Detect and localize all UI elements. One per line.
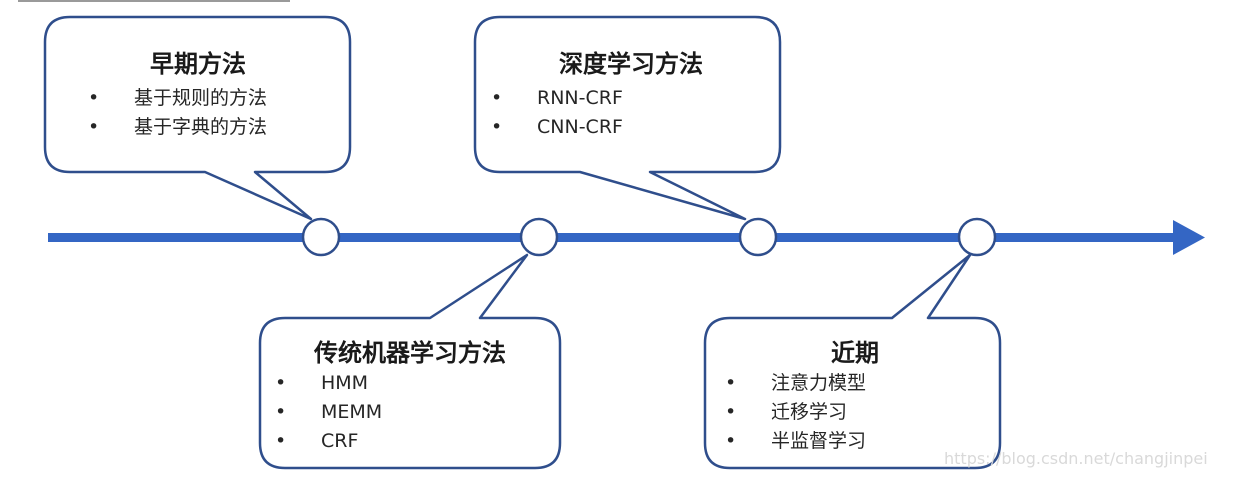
list-item: •注意力模型	[725, 369, 985, 398]
list-item: •基于规则的方法	[88, 84, 308, 113]
bullet-icon: •	[275, 430, 287, 452]
bullet-icon: •	[725, 401, 737, 423]
list-item: •HMM	[275, 369, 545, 398]
milestone-node-early	[301, 217, 341, 257]
bullet-icon: •	[275, 401, 287, 423]
traditional-title: 传统机器学习方法	[314, 339, 506, 367]
watermark: https://blog.csdn.net/changjinpei	[944, 449, 1208, 468]
callout-deep	[473, 15, 782, 221]
list-item: •基于字典的方法	[88, 113, 308, 142]
list-item: •CRF	[275, 427, 545, 456]
recent-list: •注意力模型 •迁移学习 •半监督学习	[725, 369, 985, 456]
milestone-node-deep	[738, 217, 778, 257]
list-item: •迁移学习	[725, 398, 985, 427]
bullet-icon: •	[88, 87, 100, 109]
recent-box-content: 近期 •注意力模型 •迁移学习 •半监督学习	[725, 339, 985, 456]
list-item: •CNN-CRF	[491, 113, 771, 142]
early-list: •基于规则的方法 •基于字典的方法	[88, 84, 308, 142]
milestone-node-recent	[957, 217, 997, 257]
bullet-icon: •	[491, 87, 503, 109]
early-box-content: 早期方法 •基于规则的方法 •基于字典的方法	[88, 50, 308, 142]
traditional-list: •HMM •MEMM •CRF	[275, 369, 545, 456]
bullet-icon: •	[725, 372, 737, 394]
timeline-arrowhead	[1173, 220, 1205, 255]
callout-traditional	[258, 253, 562, 470]
list-item: •MEMM	[275, 398, 545, 427]
bullet-icon: •	[275, 372, 287, 394]
recent-title: 近期	[831, 339, 879, 367]
list-item: •RNN-CRF	[491, 84, 771, 113]
bullet-icon: •	[88, 116, 100, 138]
bullet-icon: •	[725, 430, 737, 452]
top-line	[18, 0, 290, 2]
list-item: •半监督学习	[725, 427, 985, 456]
bullet-icon: •	[491, 116, 503, 138]
callout-recent	[703, 253, 1002, 470]
deep-box-content: 深度学习方法 •RNN-CRF •CNN-CRF	[491, 50, 771, 142]
callout-early	[43, 15, 352, 221]
traditional-box-content: 传统机器学习方法 •HMM •MEMM •CRF	[275, 339, 545, 456]
milestone-node-traditional	[519, 217, 559, 257]
timeline-line	[48, 233, 1178, 242]
deep-list: •RNN-CRF •CNN-CRF	[491, 84, 771, 142]
deep-title: 深度学习方法	[559, 50, 703, 78]
early-title: 早期方法	[150, 50, 246, 78]
